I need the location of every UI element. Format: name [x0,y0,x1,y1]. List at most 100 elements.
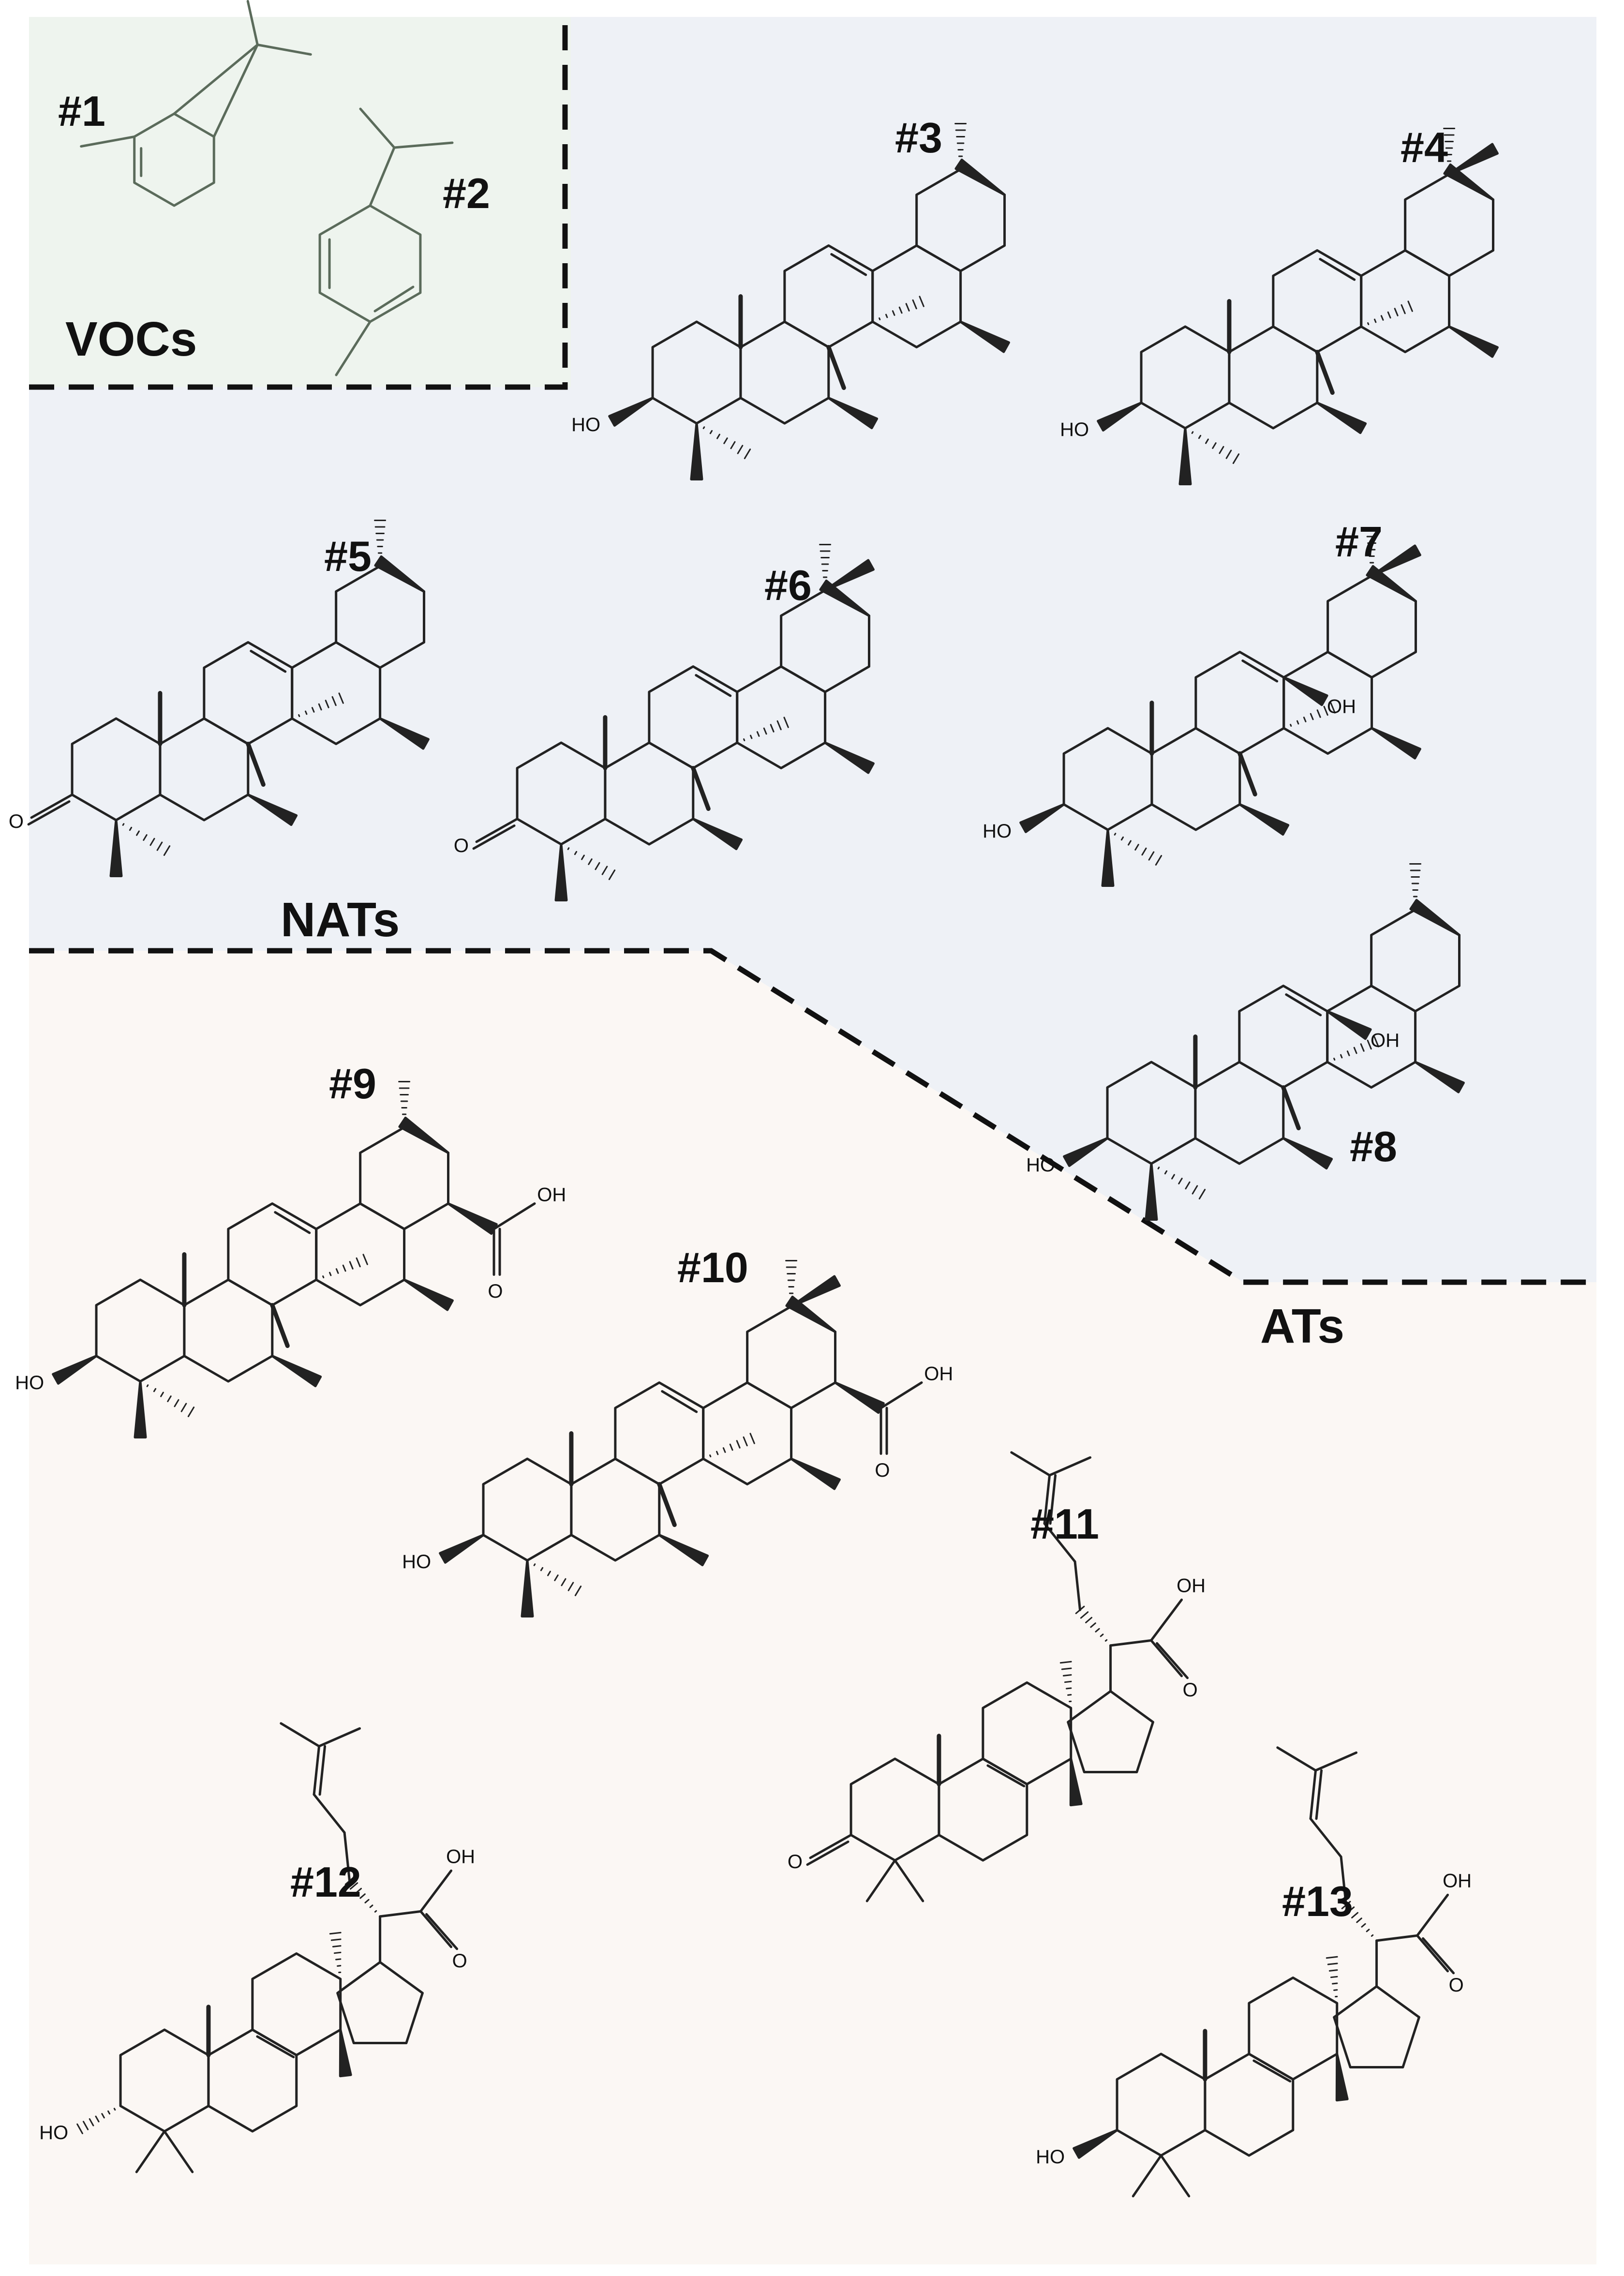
compound-label: #4 [1401,123,1448,171]
bond [1276,1746,1317,1772]
wedge-bond [521,1559,534,1617]
methyl [246,742,266,787]
wedge-bond [439,1534,485,1564]
methyl [335,320,372,376]
hashed-bond [298,692,344,717]
hashed-bond [1114,833,1162,866]
hashed-bond [954,123,967,164]
wedge-bond [1101,828,1115,887]
atom-label: O [454,835,469,856]
bond [1073,1560,1082,1611]
wedge-bond [790,1275,841,1308]
hashed-bond [374,520,387,560]
bond [1132,2154,1162,2198]
compound-label: #11 [1030,1500,1099,1548]
bond [212,44,259,138]
wedge-bond [52,1355,98,1385]
atom-label: HO [402,1551,431,1572]
triterpene-structure [52,1081,536,1438]
wedge-bond [271,1355,322,1388]
wedge-bond [1371,544,1421,577]
bond [1160,2154,1191,2198]
wedge-bond [1409,898,1461,936]
double-bond [256,2035,295,2058]
atom-label: OH [1443,1871,1472,1892]
compound-label: #5 [324,532,372,580]
methyl [80,135,136,148]
bond [280,1722,321,1748]
lanostane-structure [1073,1746,1455,2198]
hashed-bond [533,1563,582,1596]
double-bond [1319,258,1356,281]
bond [343,1831,351,1882]
hashed-bond [785,1260,798,1301]
ats-region [29,951,1596,2264]
atom-label: O [1183,1679,1198,1701]
wedge-bond [554,843,568,901]
bond [1416,1934,1449,1973]
hashed-bond [1443,128,1456,168]
triterpene-structure [1063,863,1465,1221]
hashed-bond [322,1254,368,1278]
compound-label: #12 [290,1858,361,1906]
region-dividers [29,17,1596,1285]
wedge-bond [608,397,654,427]
hashed-bond [1333,1036,1379,1061]
atom-label: O [452,1950,467,1972]
bond [369,146,396,207]
ats-label: ATs [1260,1299,1344,1353]
bond [894,1859,924,1902]
bond [1010,1451,1051,1477]
bond [27,800,71,826]
bond [1048,1456,1092,1477]
atom-label: HO [1026,1154,1055,1176]
methyl [691,766,711,811]
atom-label: OH [1327,696,1356,718]
atom-label: HO [39,2122,68,2143]
wedge-bond [1371,727,1421,760]
wedge-bond [1019,803,1065,833]
bond [472,824,516,850]
hashed-bond [1059,1661,1072,1703]
methyl [1281,1085,1301,1130]
bond [809,1834,852,1859]
bond [1150,1598,1183,1642]
double-bond [695,674,732,697]
wedge-bond [1443,163,1495,201]
hashed-bond [146,1384,195,1417]
wedge-bond [1145,1162,1158,1221]
compound-label: #10 [677,1243,748,1291]
double-bond [1285,993,1322,1017]
wedge-bond [1282,676,1328,706]
atom-label: O [1449,1975,1464,1996]
methyl [1315,350,1335,395]
wedge-bond [109,819,123,877]
wedge-bond [1335,2052,1349,2102]
lanostane-structure [806,1451,1189,1902]
wedge-bond [1448,325,1499,358]
wedge-bond [134,1380,147,1438]
nats-region [29,17,1596,1282]
atom-label: OH [446,1846,475,1868]
atom-label: OH [1177,1575,1206,1597]
compound-label: #13 [1282,1877,1353,1925]
double-bond [250,650,287,673]
atom-label: HO [983,821,1012,842]
bond [1150,1639,1183,1677]
wedge-bond [403,1278,454,1311]
atom-label: OH [537,1184,566,1205]
compound-label: #1 [58,87,105,135]
hashed-bond [76,2108,116,2134]
methyl [1237,751,1257,796]
double-bond [661,1390,698,1413]
bond [492,1202,536,1230]
triterpene-structure [472,544,875,901]
bond [1416,1893,1449,1937]
bond [1309,1817,1342,1858]
hashed-bond [879,296,924,320]
wedge-bond [692,818,743,851]
wedge-bond [785,1295,837,1333]
wedge-bond [1366,565,1417,602]
wedge-bond [1069,1757,1083,1807]
